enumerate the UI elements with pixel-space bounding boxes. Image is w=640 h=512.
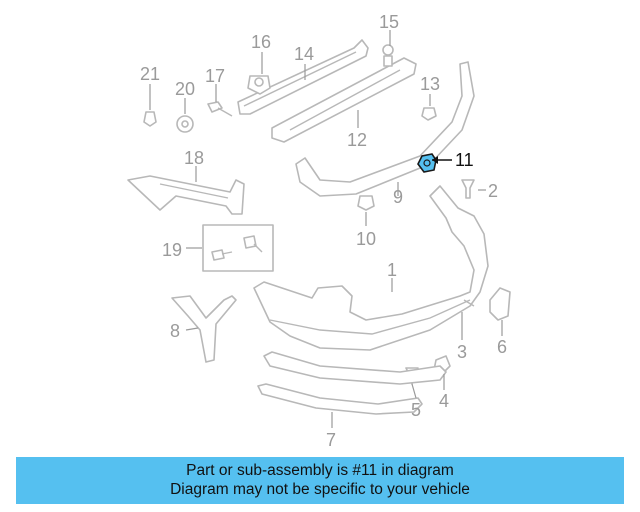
callout-14: 14 [294, 44, 314, 64]
callout-1: 1 [387, 260, 397, 280]
part-20-nut [176, 115, 194, 133]
callout-9: 9 [393, 187, 403, 207]
callout-17: 17 [205, 66, 225, 86]
callout-20: 20 [175, 79, 195, 99]
part-10-bolt [357, 195, 375, 211]
callout-8: 8 [170, 321, 180, 341]
lower-valance [263, 351, 447, 385]
callout-12: 12 [347, 130, 367, 150]
part-7-trim [257, 383, 423, 415]
callout-6: 6 [497, 337, 507, 357]
part-12-absorber [271, 57, 417, 143]
banner-line-1: Part or sub-assembly is #11 in diagram [186, 462, 454, 479]
callout-19: 19 [162, 240, 182, 260]
callout-3: 3 [457, 342, 467, 362]
callout-18: 18 [184, 148, 204, 168]
part-2-clip [461, 179, 475, 199]
callout-11: 11 [455, 150, 474, 170]
callout-15: 15 [379, 12, 399, 32]
part-3-molding [463, 299, 475, 307]
part-17-bolt [207, 101, 233, 117]
callout-4: 4 [439, 391, 449, 411]
callout-13: 13 [420, 74, 440, 94]
part-1-bumper-cover [253, 185, 489, 351]
part-14-reinforcement [237, 39, 369, 115]
callout-2: 2 [488, 181, 498, 201]
part-11-highlighted [417, 153, 437, 173]
info-banner: Part or sub-assembly is #11 in diagram D… [16, 457, 624, 504]
parts-diagram: 1 2 3 4 5 6 7 8 9 10 11 12 13 14 15 16 1… [127, 12, 511, 450]
part-18-side-bracket [127, 175, 245, 215]
callout-7: 7 [326, 430, 336, 450]
callout-10: 10 [356, 229, 376, 249]
callout-21: 21 [140, 64, 160, 84]
part-13-bolt [421, 107, 437, 121]
leader-lines [149, 30, 503, 428]
banner-line-2: Diagram may not be specific to your vehi… [170, 481, 470, 498]
callout-5: 5 [411, 400, 421, 420]
part-6-cover [489, 287, 511, 321]
callout-labels: 1 2 3 4 5 6 7 8 9 10 11 12 13 14 15 16 1… [140, 12, 507, 450]
part-15-bolt [382, 44, 394, 67]
part-19-kit [202, 224, 274, 272]
part-8-side-bracket [171, 295, 237, 363]
callout-16: 16 [251, 32, 271, 52]
part-21-clip [143, 111, 157, 127]
part-16-clip [247, 75, 271, 95]
